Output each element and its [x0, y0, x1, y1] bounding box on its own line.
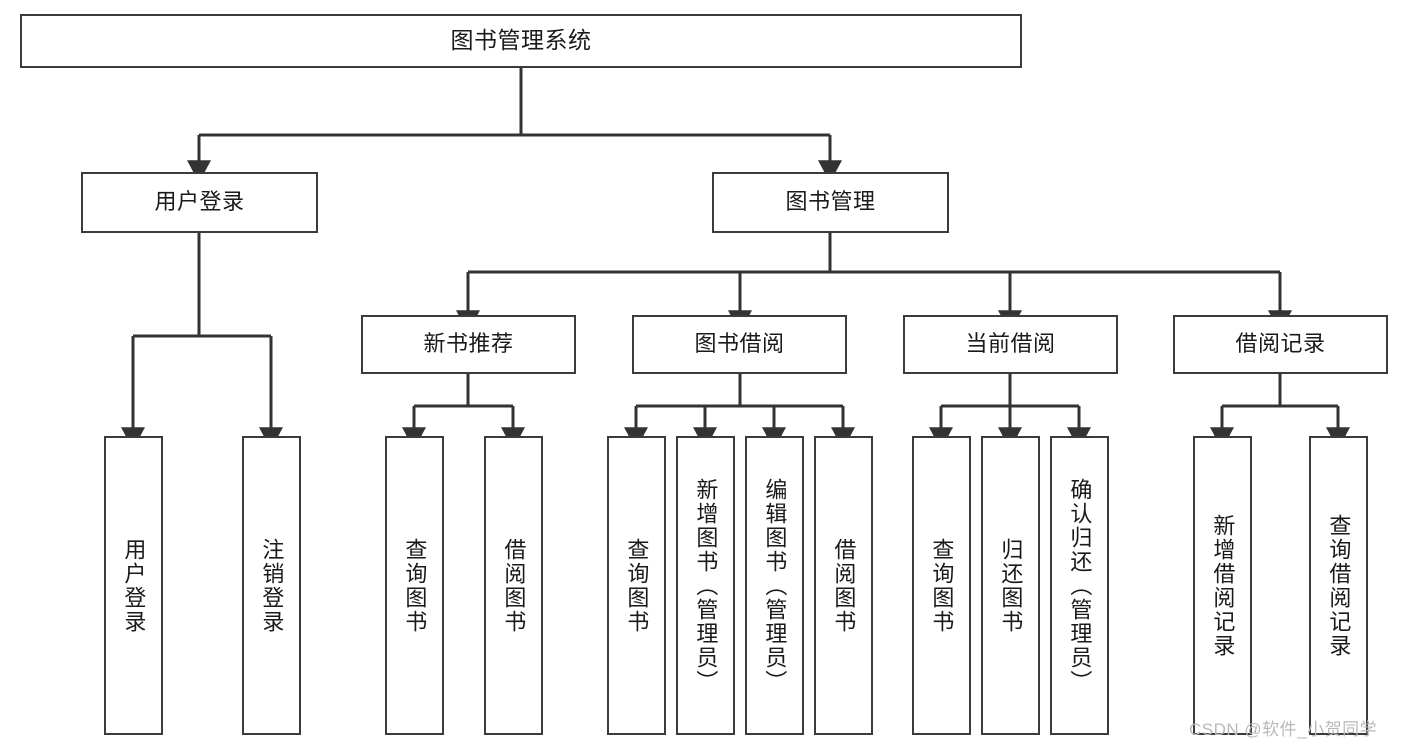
- node-label: 查询图书: [402, 537, 428, 634]
- node-label: 新书推荐: [423, 331, 514, 357]
- node-current-borrow[interactable]: 当前借阅: [903, 315, 1118, 374]
- node-label: 归还图书: [998, 537, 1024, 634]
- leaf-borrow-book-recommend[interactable]: 借阅图书: [484, 436, 543, 735]
- watermark-text: CSDN @软件_小贺同学: [1189, 720, 1378, 739]
- node-borrow-record[interactable]: 借阅记录: [1173, 315, 1388, 374]
- node-label: 用户登录: [121, 537, 147, 634]
- node-label: 当前借阅: [965, 331, 1056, 357]
- node-book-management[interactable]: 图书管理: [712, 172, 949, 233]
- node-label: 新增借阅记录: [1210, 513, 1236, 658]
- node-book-borrow[interactable]: 图书借阅: [632, 315, 847, 374]
- leaf-edit-book-admin[interactable]: 编辑图书（管理员）: [745, 436, 804, 735]
- leaf-borrow-book[interactable]: 借阅图书: [814, 436, 873, 735]
- node-user-login[interactable]: 用户登录: [81, 172, 318, 233]
- leaf-query-book-recommend[interactable]: 查询图书: [385, 436, 444, 735]
- node-label: 查询图书: [624, 537, 650, 634]
- node-label: 图书借阅: [694, 331, 785, 357]
- node-label: 查询图书: [929, 537, 955, 634]
- leaf-confirm-return-admin[interactable]: 确认归还（管理员）: [1050, 436, 1109, 735]
- node-root-book-management-system[interactable]: 图书管理系统: [20, 14, 1022, 68]
- node-label: 注销登录: [259, 537, 285, 634]
- node-label: 借阅图书: [831, 537, 857, 634]
- node-label: 确认归还（管理员）: [1067, 477, 1093, 694]
- node-label: 编辑图书（管理员）: [762, 477, 788, 694]
- node-label: 查询借阅记录: [1326, 513, 1352, 658]
- leaf-user-login[interactable]: 用户登录: [104, 436, 163, 735]
- leaf-query-book-current[interactable]: 查询图书: [912, 436, 971, 735]
- leaf-add-book-admin[interactable]: 新增图书（管理员）: [676, 436, 735, 735]
- leaf-add-borrow-record[interactable]: 新增借阅记录: [1193, 436, 1252, 735]
- node-new-book-recommend[interactable]: 新书推荐: [361, 315, 576, 374]
- leaf-return-book[interactable]: 归还图书: [981, 436, 1040, 735]
- node-label: 新增图书（管理员）: [693, 477, 719, 694]
- node-label: 用户登录: [154, 189, 245, 215]
- leaf-query-book-borrow[interactable]: 查询图书: [607, 436, 666, 735]
- node-label: 借阅记录: [1235, 331, 1326, 357]
- leaf-logout-login[interactable]: 注销登录: [242, 436, 301, 735]
- node-label: 图书管理: [785, 189, 876, 215]
- leaf-query-borrow-record[interactable]: 查询借阅记录: [1309, 436, 1368, 735]
- node-label: 借阅图书: [501, 537, 527, 634]
- node-label: 图书管理系统: [450, 27, 592, 54]
